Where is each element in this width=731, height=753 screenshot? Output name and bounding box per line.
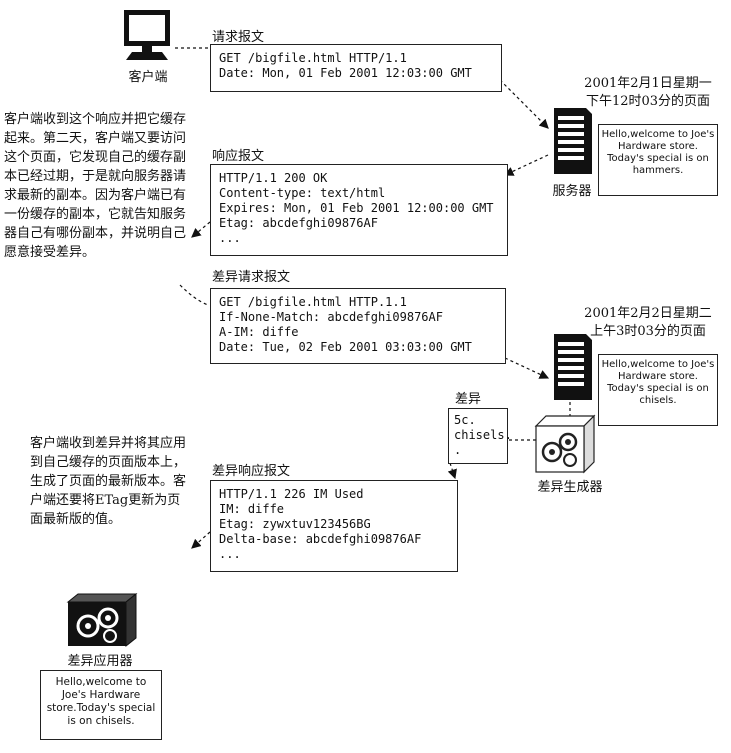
diff-request-line: A-IM: diffe bbox=[219, 325, 299, 339]
response-line: ... bbox=[219, 231, 241, 245]
server-label: 服务器 bbox=[552, 184, 592, 199]
diff-request-line: GET /bigfile.html HTTP.1.1 bbox=[219, 295, 407, 309]
note-client-cache: 客户端收到这个响应并把它缓存起来。第二天，客户端又要访问这个页面，它发现自己的缓… bbox=[4, 112, 187, 260]
diff-applier-label: 差异应用器 bbox=[67, 654, 133, 669]
diff-response-line: HTTP/1.1 226 IM Used bbox=[219, 487, 364, 501]
server-icon bbox=[554, 334, 592, 400]
page2-caption-line2: 上午3时03分的页面 bbox=[590, 324, 706, 339]
gears-icon bbox=[66, 592, 138, 648]
diff-response-title: 差异响应报文 bbox=[212, 464, 291, 479]
diff-request-line: If-None-Match: abcdefghi09876AF bbox=[219, 310, 443, 324]
arrow-request-to-server bbox=[499, 79, 549, 129]
diff-line: 5c. bbox=[454, 413, 476, 427]
diff-generator-label: 差异生成器 bbox=[537, 480, 603, 495]
page2-caption-line1: 2001年2月2日星期二 bbox=[584, 306, 712, 321]
note-client-apply: 客户端收到差异并将其应用到自己缓存的页面版本上，生成了页面的最新版本。客户端还要… bbox=[30, 436, 187, 527]
server-icon bbox=[554, 108, 592, 174]
diff-request-line: Date: Tue, 02 Feb 2001 03:03:00 GMT bbox=[219, 340, 472, 354]
arrow-response-to-client bbox=[191, 221, 211, 238]
request-message-box: GET /bigfile.html HTTP/1.1 Date: Mon, 01… bbox=[210, 44, 502, 92]
diff-line: chisels. bbox=[454, 428, 512, 442]
diff-response-line: Delta-base: abcdefghi09876AF bbox=[219, 532, 422, 546]
diff-line: . bbox=[454, 443, 462, 457]
request-line: GET /bigfile.html HTTP/1.1 bbox=[219, 51, 407, 65]
request-line: Date: Mon, 01 Feb 2001 12:03:00 GMT bbox=[219, 66, 472, 80]
response-line: HTTP/1.1 200 OK bbox=[219, 171, 328, 185]
computer-icon bbox=[124, 10, 170, 60]
page1-box: Hello,welcome to Joe's Hardware store. T… bbox=[598, 124, 718, 196]
arrow-server-to-response bbox=[503, 154, 549, 176]
diff-response-line: IM: diffe bbox=[219, 502, 285, 516]
diff-request-message-box: GET /bigfile.html HTTP.1.1 If-None-Match… bbox=[210, 288, 506, 364]
diff-request-title: 差异请求报文 bbox=[212, 270, 291, 285]
gears-icon bbox=[534, 414, 596, 474]
connector-note-diffrequest bbox=[179, 284, 209, 306]
response-line: Expires: Mon, 01 Feb 2001 12:00:00 GMT bbox=[219, 201, 494, 215]
diff-response-line: Etag: zywxtuv123456BG bbox=[219, 517, 371, 531]
page1-caption-line1: 2001年2月1日星期一 bbox=[584, 76, 712, 91]
page1-caption-line2: 下午12时03分的页面 bbox=[585, 94, 711, 109]
arrow-diff-to-response bbox=[447, 462, 457, 480]
response-message-box: HTTP/1.1 200 OK Content-type: text/html … bbox=[210, 164, 508, 256]
response-line: Etag: abcdefghi09876AF bbox=[219, 216, 378, 230]
arrow-diffrequest-to-server bbox=[504, 357, 550, 379]
applied-page-box: Hello,welcome to Joe's Hardware store.To… bbox=[40, 670, 162, 740]
page2-box: Hello,welcome to Joe's Hardware store. T… bbox=[598, 354, 718, 426]
request-title: 请求报文 bbox=[212, 30, 265, 45]
response-title: 响应报文 bbox=[212, 149, 265, 164]
diff-response-message-box: HTTP/1.1 226 IM Used IM: diffe Etag: zyw… bbox=[210, 480, 458, 572]
diff-response-line: ... bbox=[219, 547, 241, 561]
diff-label: 差异 bbox=[454, 392, 481, 407]
diff-box: 5c. chisels. . bbox=[448, 408, 512, 464]
response-line: Content-type: text/html bbox=[219, 186, 386, 200]
arrow-response-to-note bbox=[191, 531, 211, 549]
client-label: 客户端 bbox=[128, 70, 168, 85]
